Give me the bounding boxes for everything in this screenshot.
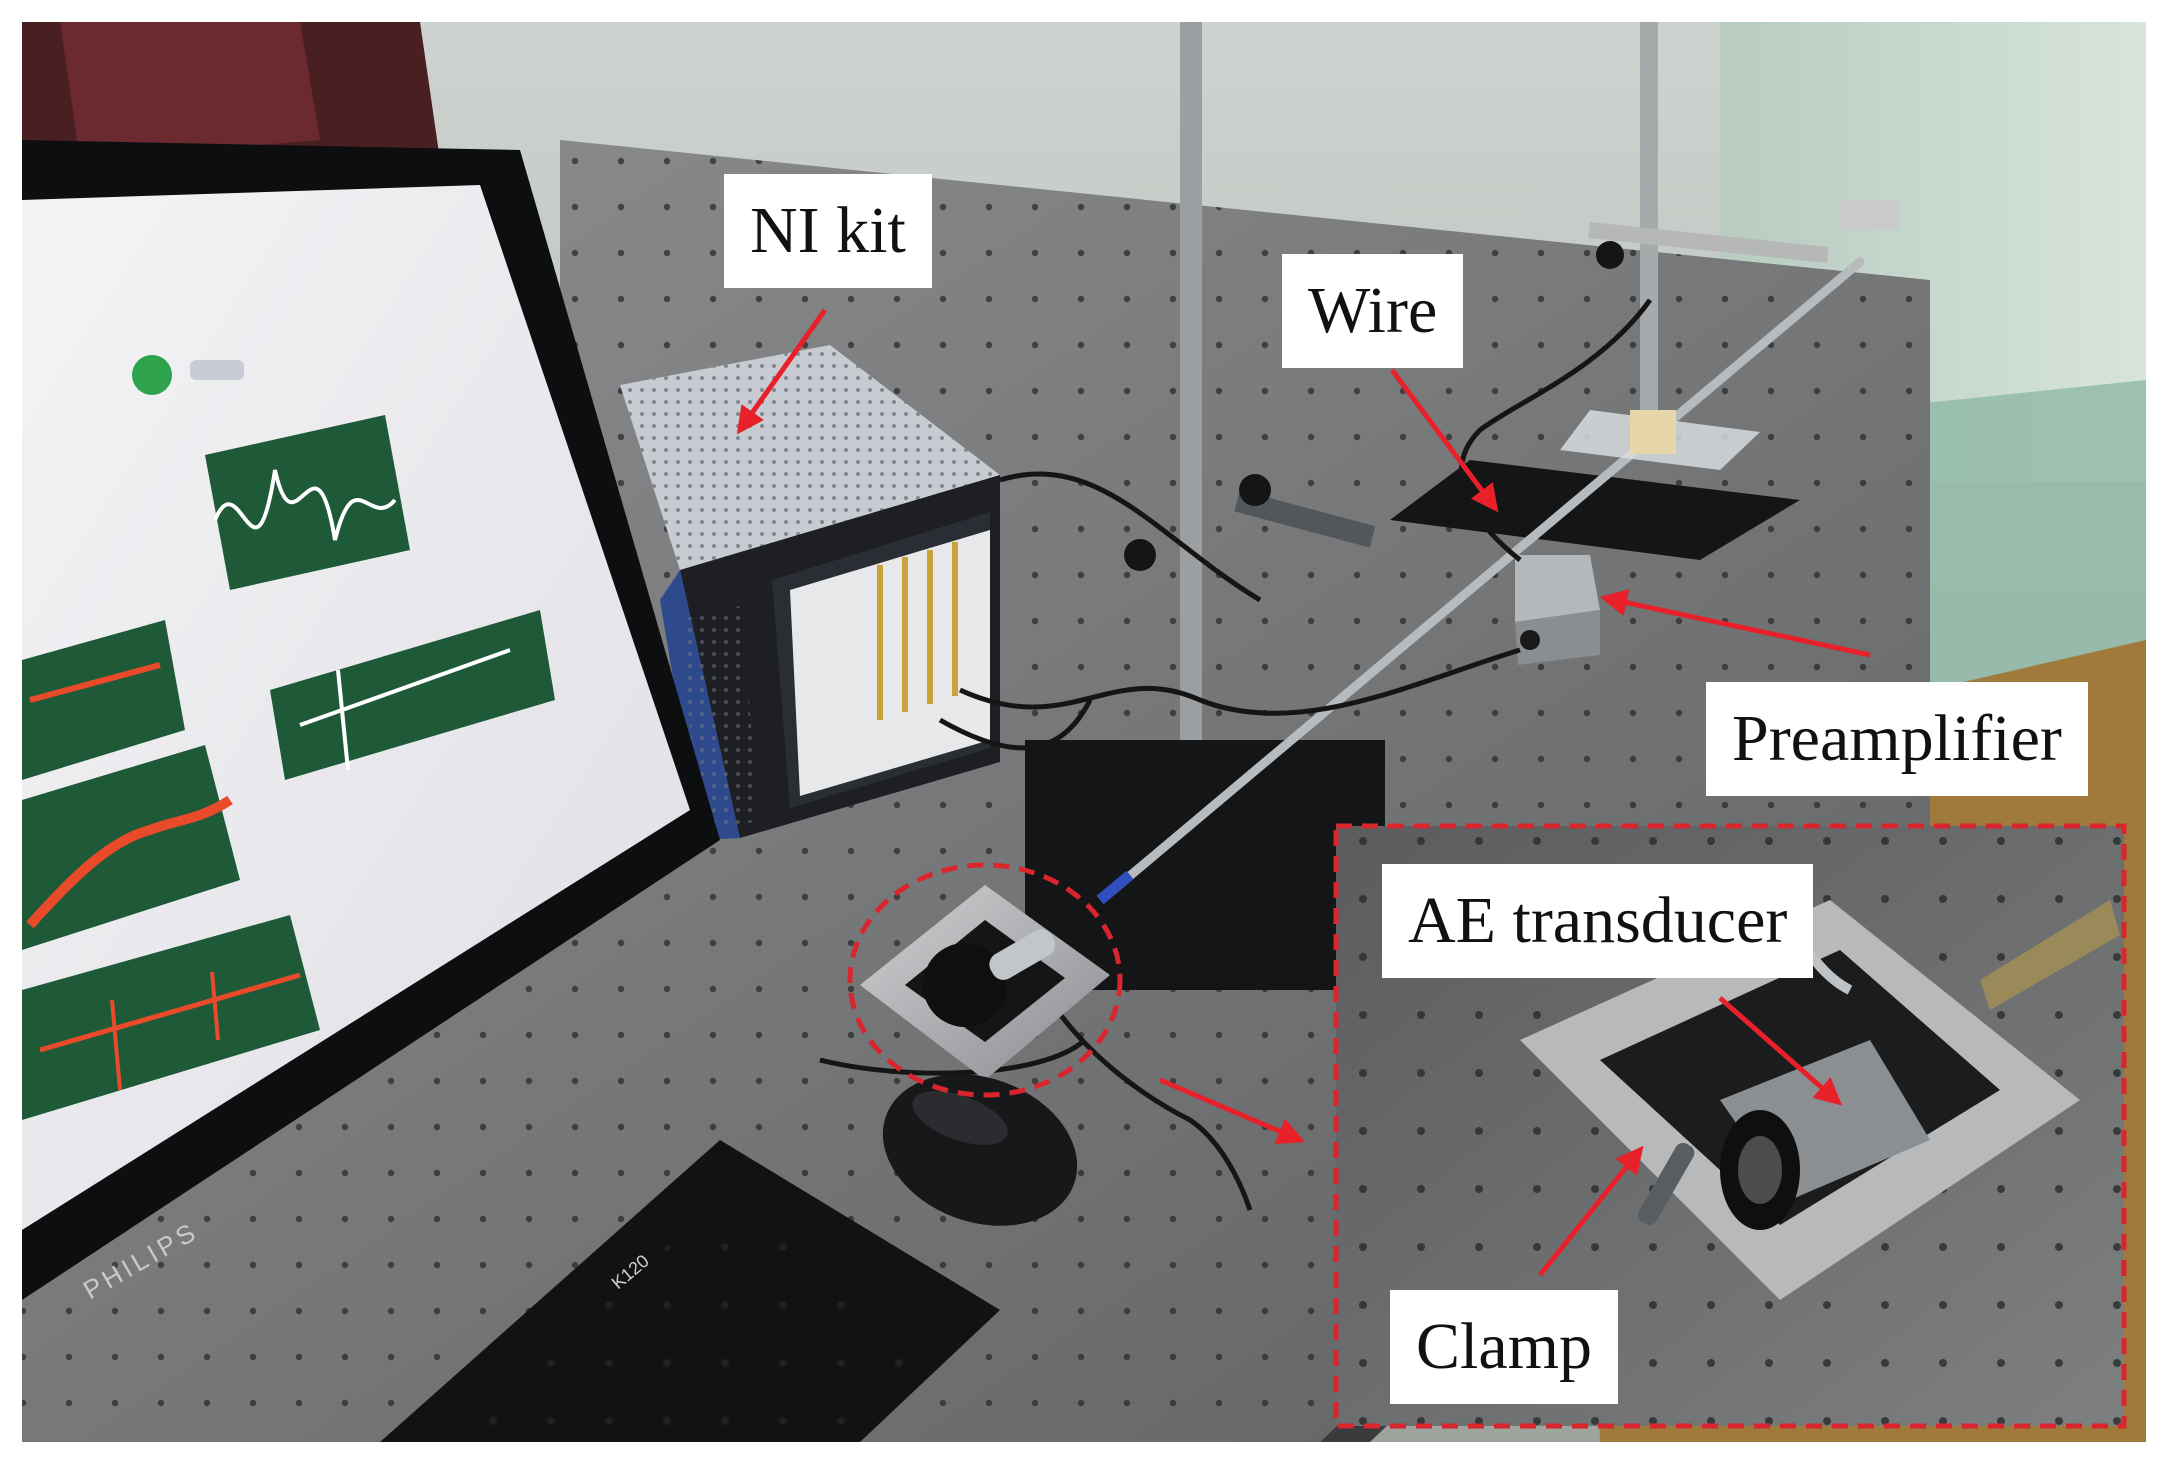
cables [819,298,1653,1211]
sample-box [1560,410,1760,470]
label-clamp: Clamp [1390,1290,1618,1404]
label-preamplifier: Preamplifier [1706,682,2088,796]
scope-panels [22,415,555,1120]
arrow-preamplifier [1599,589,1871,658]
wire [1120,257,1865,885]
mouse [882,1074,1078,1226]
label-wire: Wire [1282,254,1464,368]
monitor: PHILIPS [22,140,720,1305]
label-ni-kit: NI kit [724,174,932,288]
keyboard: K120 [380,1140,1000,1442]
label-ae-transducer: AE transducer [1382,864,1814,978]
clamp-highlight-circle [847,862,1123,1098]
arrow-ae-transducer [1718,996,1843,1106]
annotation-arrows [736,308,1871,1277]
arrow-wire [1389,368,1499,513]
clamp-assembly [860,885,1110,1080]
arrow-ni-kit [736,308,828,435]
arrow-clamp [1538,1145,1644,1277]
arrow-inset [1159,1077,1306,1144]
preamplifier-device [1515,555,1600,665]
